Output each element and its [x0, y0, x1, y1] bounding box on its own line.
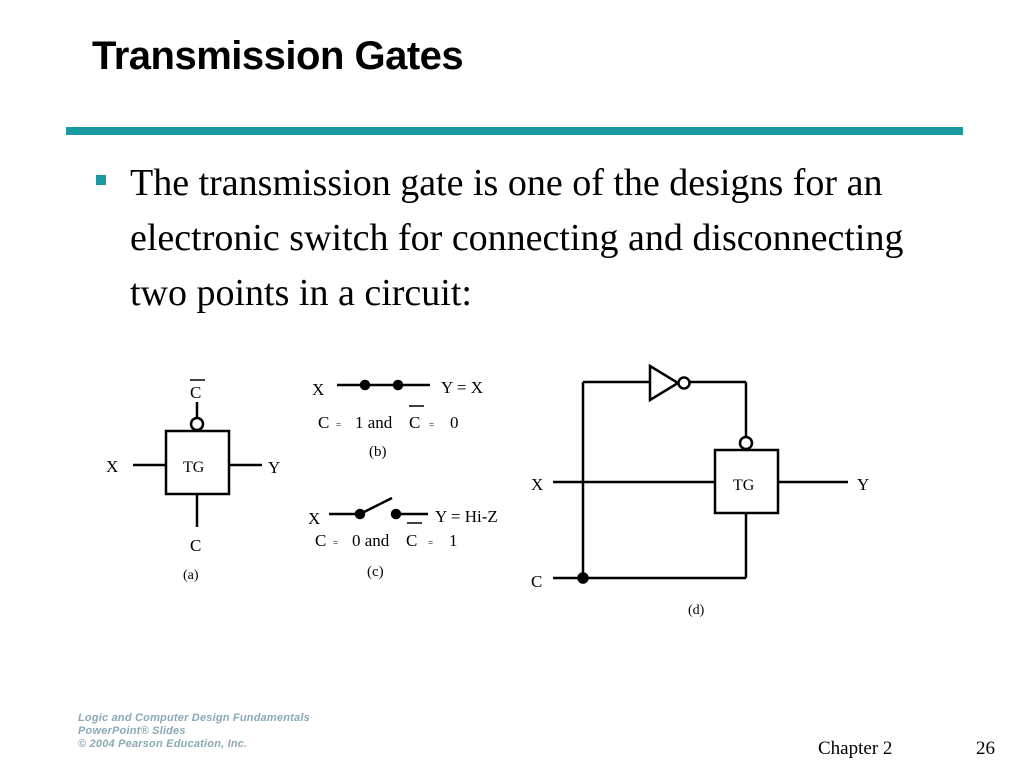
label-b-cond-cbar: C — [409, 413, 420, 432]
caption-d: (d) — [688, 603, 705, 618]
bullet-text: The transmission gate is one of the desi… — [130, 162, 904, 314]
page-number: 26 — [976, 738, 995, 759]
label-c-cond-eq1: = — [333, 538, 338, 548]
bubble-d — [738, 435, 754, 451]
caption-b: (b) — [369, 444, 387, 460]
label-d-y: Y — [857, 475, 869, 494]
inverter-bubble — [677, 376, 691, 390]
label-b-cond-v1: 1 and — [355, 413, 393, 432]
label-c-cond-eq2: = — [428, 538, 433, 548]
label-d-x: X — [531, 475, 543, 494]
bubble-a — [189, 416, 205, 432]
label-c-cond-c: C — [315, 531, 326, 550]
label-c-cond-cbar: C — [406, 531, 417, 550]
label-d-c: C — [531, 572, 542, 591]
logo-line-1: Logic and Computer Design Fundamentals — [78, 712, 310, 724]
switch-b-contact-left — [359, 379, 371, 391]
logo-line-3: © 2004 Pearson Education, Inc. — [78, 738, 248, 750]
switch-b-contact-right — [392, 379, 404, 391]
label-c-y: Y = Hi-Z — [435, 507, 498, 526]
inverter-triangle — [648, 363, 681, 403]
label-b-y: Y = X — [441, 378, 483, 397]
label-c-cond-v2: 1 — [449, 531, 458, 550]
switch-c-blade — [359, 496, 393, 516]
label-a-x: X — [106, 457, 118, 476]
junction-dot-d — [577, 572, 589, 584]
chapter-label: Chapter 2 — [818, 738, 893, 759]
caption-a: (a) — [183, 568, 199, 583]
label-b-x: X — [312, 380, 324, 399]
label-a-y: Y — [268, 458, 280, 477]
switch-c-contact-right — [390, 508, 402, 520]
publisher-logo: Logic and Computer Design Fundamentals P… — [78, 712, 310, 751]
title-divider — [66, 127, 963, 135]
logo-line-2: PowerPoint® Slides — [78, 725, 186, 737]
label-b-cond-v2: 0 — [450, 413, 459, 432]
label-b-cond-eq1: = — [336, 420, 341, 430]
label-a-top-c: C — [190, 383, 201, 402]
label-c-x: X — [308, 509, 320, 528]
slide-title: Transmission Gates — [92, 34, 464, 78]
label-c-cond-v1: 0 and — [352, 531, 390, 550]
label-b-cond-eq2: = — [429, 420, 434, 430]
label-d-tg: TG — [733, 477, 755, 494]
label-a-tg: TG — [183, 459, 205, 476]
label-a-bottom-c: C — [190, 536, 201, 555]
label-b-cond-c: C — [318, 413, 329, 432]
bullet-square-icon — [96, 175, 106, 185]
caption-c: (c) — [367, 564, 384, 580]
switch-c-contact-left — [354, 508, 366, 520]
